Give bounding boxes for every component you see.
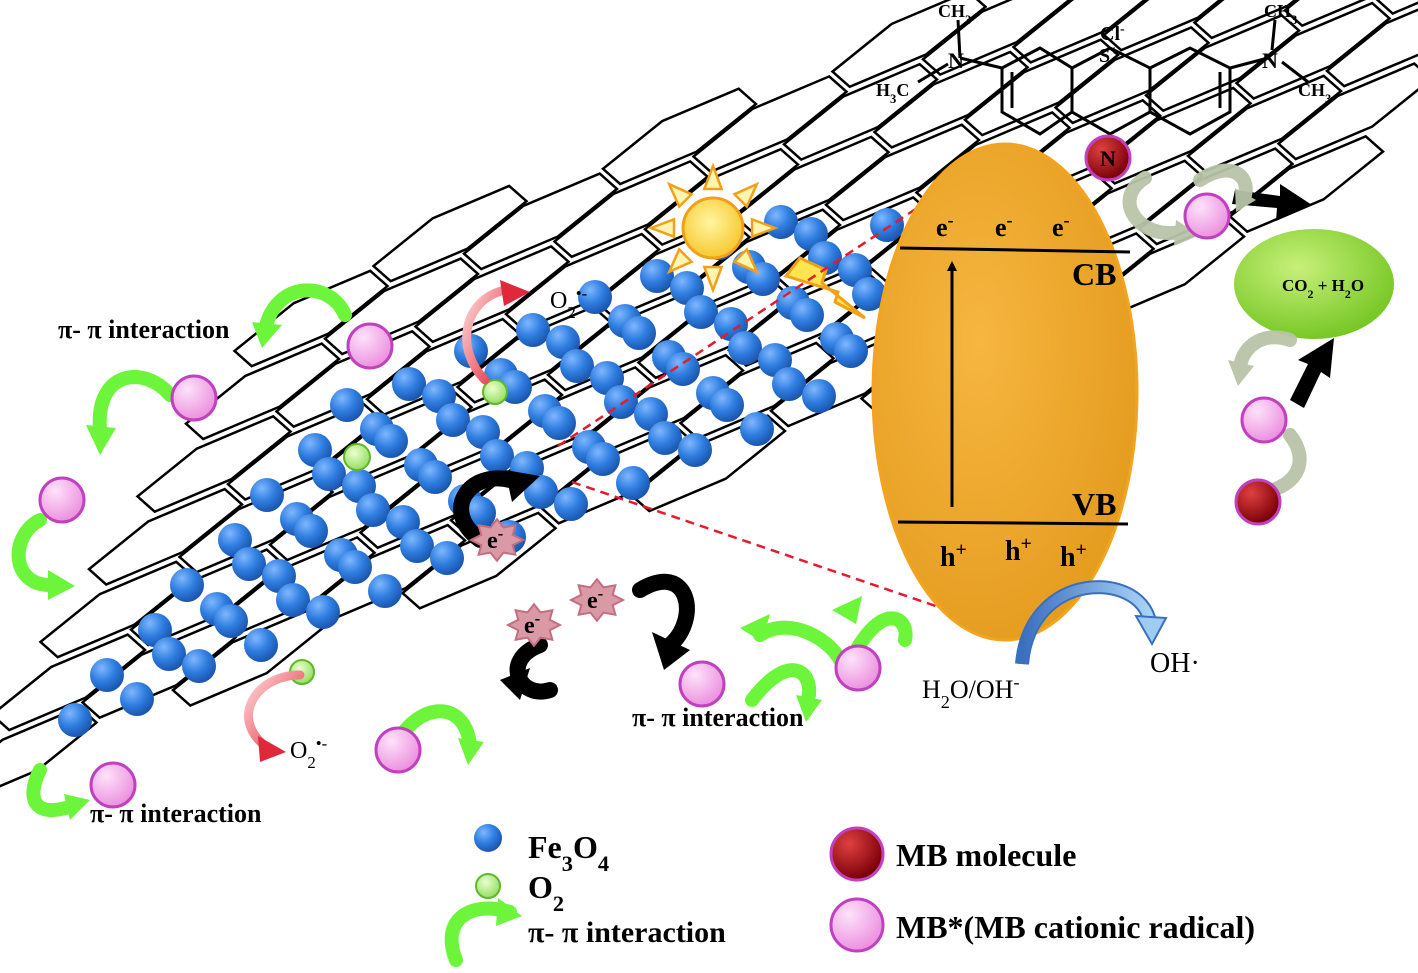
mb-star-ball bbox=[1185, 194, 1229, 238]
pi-arrowhead bbox=[86, 425, 116, 455]
mb-star-ball bbox=[172, 376, 216, 420]
mb-star-ball bbox=[40, 478, 84, 522]
pi-arrowhead bbox=[64, 794, 90, 820]
pi-arrow bbox=[752, 670, 809, 700]
pi-arrowhead bbox=[48, 570, 75, 600]
o2-radical-bottom: O2•- bbox=[290, 734, 327, 772]
fe3o4-dot bbox=[640, 259, 674, 293]
fe3o4-dot bbox=[710, 388, 744, 422]
cb-label: CB bbox=[1072, 256, 1116, 292]
fe3o4-dot bbox=[120, 682, 154, 716]
legend: Fe3O4 O2 π- π interaction MB molecule MB… bbox=[452, 824, 1255, 960]
mb-star-ball bbox=[1242, 398, 1286, 442]
mb-star-ball bbox=[680, 662, 724, 706]
fe3o4-dot bbox=[542, 406, 576, 440]
legend-mb: MB molecule bbox=[896, 837, 1076, 873]
mb-molecule-ball bbox=[1236, 480, 1280, 524]
pi-arrow bbox=[760, 628, 840, 660]
fe3o4-dot bbox=[400, 529, 434, 563]
fe3o4-dot bbox=[244, 628, 278, 662]
grey-arrowhead bbox=[1228, 360, 1254, 386]
fe3o4-dot bbox=[356, 493, 390, 527]
fe3o4-dot bbox=[214, 604, 248, 638]
fe3o4-dot bbox=[684, 295, 718, 329]
pi-arrowhead bbox=[458, 738, 484, 765]
fe3o4-dot bbox=[764, 205, 798, 239]
product-ellipse: CO2 + H2O bbox=[1234, 229, 1394, 339]
fe3o4-dot bbox=[152, 637, 186, 671]
n-left: N bbox=[948, 48, 964, 73]
pi-arrowhead bbox=[832, 596, 862, 624]
fe3o4-dot bbox=[516, 313, 550, 347]
fe3o4-dot bbox=[740, 412, 774, 446]
fe3o4-dot bbox=[666, 352, 700, 386]
fe3o4-dot bbox=[616, 466, 650, 500]
legend-pi: π- π interaction bbox=[528, 916, 726, 949]
fe3o4-dot bbox=[374, 424, 408, 458]
fe3o4-dot bbox=[182, 649, 216, 683]
fe3o4-dot bbox=[368, 574, 402, 608]
electron-badges: e-e-e- bbox=[471, 519, 623, 646]
legend-mb-swatch bbox=[831, 828, 883, 880]
fe3o4-dot bbox=[430, 541, 464, 575]
fe3o4-dot bbox=[330, 388, 364, 422]
fe3o4-dot bbox=[312, 457, 346, 491]
fe3o4-dot bbox=[90, 658, 124, 692]
fe3o4-dot bbox=[834, 334, 868, 368]
mb-star-ball bbox=[376, 728, 420, 772]
legend-mb-star: MB*(MB cationic radical) bbox=[896, 909, 1255, 945]
fe3o4-dot bbox=[728, 331, 762, 365]
fe3o4-dot bbox=[58, 703, 92, 737]
fe3o4-dot bbox=[790, 298, 824, 332]
fe3o4-dot bbox=[392, 367, 426, 401]
fe3o4-dot bbox=[170, 568, 204, 602]
vb-label: VB bbox=[1072, 486, 1116, 522]
pi-arrow bbox=[100, 377, 170, 430]
pi-label-top-left: π- π interaction bbox=[58, 315, 230, 344]
sun-icon bbox=[651, 166, 775, 290]
legend-fe3o4-swatch bbox=[474, 824, 502, 852]
transfer-arrow bbox=[640, 582, 687, 645]
fe3o4-dot bbox=[418, 460, 452, 494]
pi-label-bottom-mid: π- π interaction bbox=[632, 703, 804, 732]
fe3o4-dot bbox=[480, 439, 514, 473]
photocatalyst-particle: CB VB e-e-e- h+h+h+ bbox=[873, 144, 1137, 640]
fe3o4-dot bbox=[232, 547, 266, 581]
fe3o4-dot bbox=[772, 367, 806, 401]
fe3o4-dot bbox=[604, 385, 638, 419]
pi-label-bottom-left: π- π interaction bbox=[90, 799, 262, 828]
fe3o4-dot bbox=[276, 583, 310, 617]
fe3o4-dot bbox=[338, 550, 372, 584]
n-right: N bbox=[1262, 48, 1278, 73]
fe3o4-dot bbox=[554, 487, 588, 521]
mb-star-ball bbox=[836, 646, 880, 690]
fe3o4-dot bbox=[560, 349, 594, 383]
pi-arrow bbox=[19, 520, 50, 585]
fe3o4-dot bbox=[250, 478, 284, 512]
h2o-oh-label: H2O/OH- bbox=[922, 672, 1020, 712]
o2-dot bbox=[344, 444, 370, 470]
n-center: N bbox=[1100, 146, 1116, 171]
fe3o4-dot bbox=[802, 379, 836, 413]
oh-radical-label: OH· bbox=[1150, 648, 1200, 679]
fe3o4-dot bbox=[294, 514, 328, 548]
vb-band-line bbox=[898, 522, 1128, 524]
mb-star-ball bbox=[348, 324, 392, 368]
fe3o4-dot bbox=[306, 595, 340, 629]
legend-o2-swatch bbox=[476, 874, 500, 898]
fe3o4-dot bbox=[622, 316, 656, 350]
fe3o4-dot bbox=[678, 433, 712, 467]
fe3o4-dot bbox=[586, 442, 620, 476]
legend-o2: O2 bbox=[528, 869, 564, 916]
fe3o4-dot bbox=[648, 421, 682, 455]
fe3o4-dot bbox=[436, 403, 470, 437]
legend-mb-star-swatch bbox=[831, 899, 883, 951]
